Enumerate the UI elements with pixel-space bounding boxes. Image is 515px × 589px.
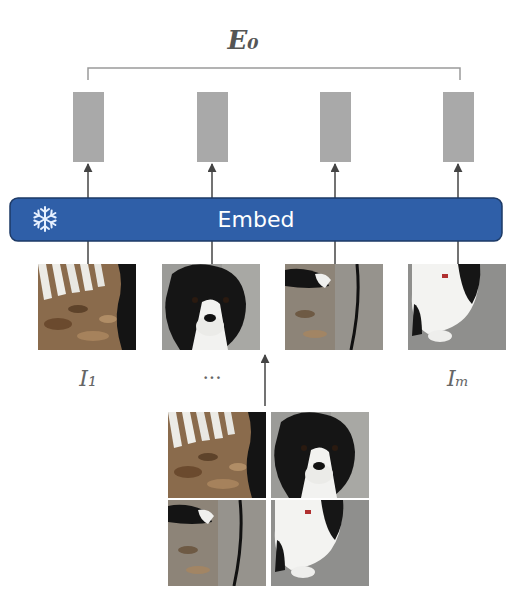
embed-band: Embed [10, 198, 502, 241]
patch-label: Iₘ [447, 366, 469, 391]
patch-label: ... [202, 360, 221, 384]
node-label: Embed [218, 207, 295, 232]
embedding-set-label: E₀ [227, 25, 258, 55]
patch-label: I₁ [79, 366, 97, 391]
